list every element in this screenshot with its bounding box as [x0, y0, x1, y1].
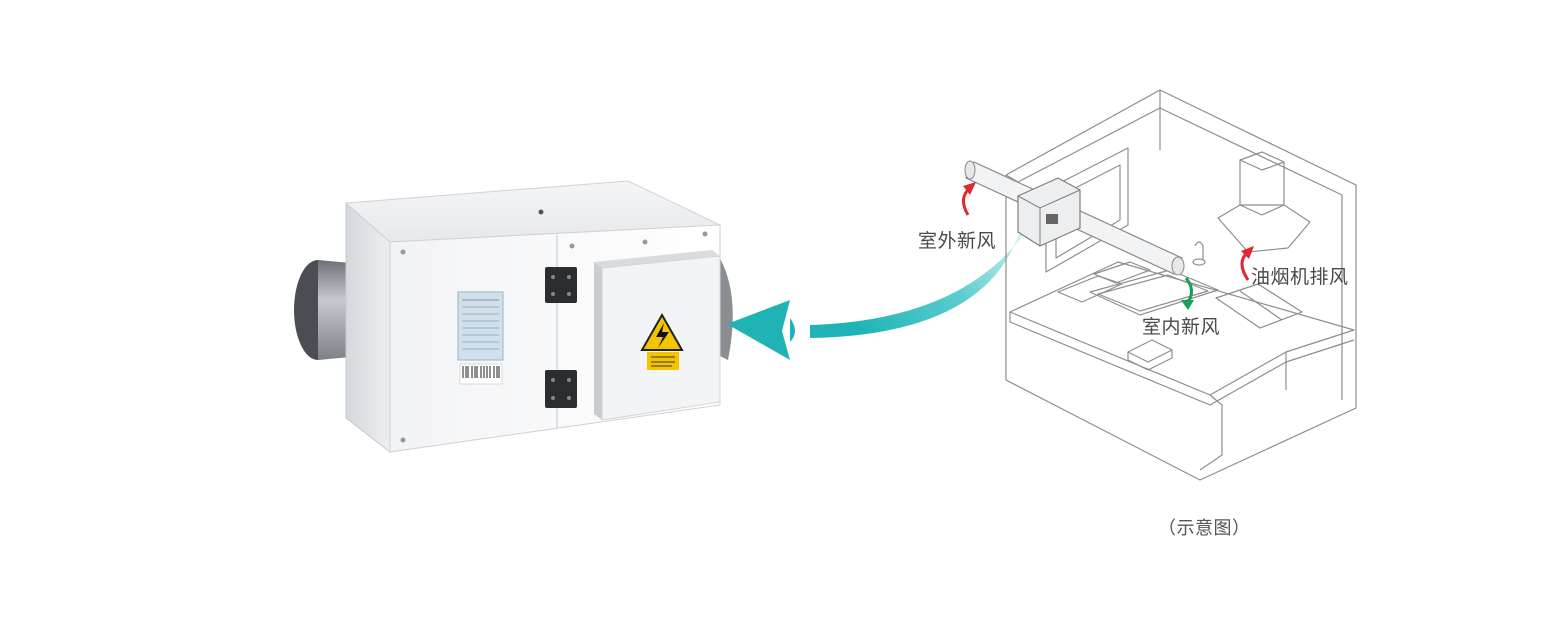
hinge-top — [545, 267, 577, 303]
ventilation-unit — [294, 180, 733, 454]
nameplate — [457, 291, 504, 361]
outdoor-air-arrow — [962, 182, 976, 216]
indoor-air-arrow — [1181, 277, 1194, 310]
flow-arrow — [727, 222, 1032, 360]
hinge-bottom — [545, 370, 577, 408]
indoor-fresh-air-label: 室内新风 — [1142, 316, 1221, 338]
outdoor-fresh-air-label: 室外新风 — [918, 230, 997, 252]
caption: （示意图） — [1158, 518, 1251, 539]
hood-exhaust-arrow — [1240, 246, 1254, 281]
hood-exhaust-label: 油烟机排风 — [1251, 266, 1349, 288]
high-voltage-warning-icon — [640, 312, 684, 370]
barcode-icon — [459, 363, 503, 385]
fresh-air-duct — [964, 160, 1185, 276]
unit-side-panel — [345, 201, 391, 454]
